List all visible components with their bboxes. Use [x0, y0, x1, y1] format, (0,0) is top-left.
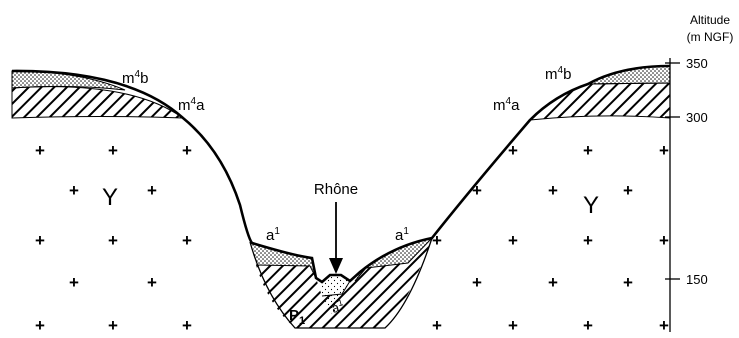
axis-title-altitude: Altitude: [690, 13, 730, 27]
granite-cross-icon: +: [623, 273, 633, 292]
granite-cross-icon: +: [432, 231, 442, 250]
granite-cross-icon: +: [583, 316, 593, 335]
granite-cross-icon: +: [35, 316, 45, 335]
granite-cross-icon: +: [659, 231, 669, 250]
label-m4a-right: m4a: [493, 96, 520, 114]
granite-cross-icon: +: [35, 141, 45, 160]
left-a1-alluvium: [252, 243, 316, 278]
granite-cross-icon: +: [147, 273, 157, 292]
central-a1-base-line: [321, 280, 351, 297]
right-a1-base-line: [354, 237, 433, 282]
granite-cross-icon: +: [69, 181, 79, 200]
granite-symbol-left: Y: [102, 184, 118, 211]
label-m4a-left: m4a: [178, 96, 205, 114]
label-m4b-left: m4b: [122, 69, 148, 87]
granite-cross-icon: +: [69, 273, 79, 292]
granite-cross-icon: +: [182, 231, 192, 250]
granite-basement-crosses: + + + + + + + + + + + + + + + + + + + + + + + + + + + + + +: [35, 141, 669, 335]
label-a1-left: a1: [266, 226, 280, 244]
granite-cross-icon: +: [623, 181, 633, 200]
axis-tick-label: 350: [686, 56, 708, 71]
granite-cross-icon: +: [508, 231, 518, 250]
label-a1-right: a1: [395, 226, 409, 244]
label-p1: P1: [289, 307, 305, 327]
granite-cross-icon: +: [659, 316, 669, 335]
label-m4b-right: m4b: [545, 65, 571, 83]
granite-cross-icon: +: [472, 181, 482, 200]
granite-cross-icon: +: [548, 273, 558, 292]
granite-cross-icon: +: [508, 316, 518, 335]
river-arrow-head-icon: [329, 258, 343, 274]
axis-tick-label: 300: [686, 110, 708, 125]
axis-tick-label: 150: [686, 272, 708, 287]
granite-cross-icon: +: [147, 181, 157, 200]
granite-cross-icon: +: [108, 141, 118, 160]
granite-cross-icon: +: [548, 181, 558, 200]
granite-cross-icon: +: [432, 316, 442, 335]
granite-cross-icon: +: [583, 141, 593, 160]
granite-cross-icon: +: [508, 141, 518, 160]
granite-cross-icon: +: [182, 316, 192, 335]
granite-cross-icon: +: [35, 231, 45, 250]
altitude-axis-ticks: 350 300 150: [665, 56, 708, 287]
ground-surface-profile: [11, 64, 671, 284]
granite-cross-icon: +: [583, 231, 593, 250]
label-a1-central: a1: [330, 297, 346, 316]
river-label: Rhône: [314, 181, 358, 198]
granite-symbol-right: Y: [583, 192, 599, 219]
granite-cross-icon: +: [472, 273, 482, 292]
valley-bottom-outline: [249, 237, 433, 329]
central-a1-alluvium: [322, 275, 350, 318]
right-a1-alluvium: [355, 238, 432, 281]
left-m4a-layer: [11, 86, 185, 119]
axis-title-unit: (m NGF): [687, 30, 734, 44]
granite-cross-icon: +: [182, 141, 192, 160]
valley-p1-hatched-fill: [256, 238, 432, 328]
granite-cross-icon: +: [108, 316, 118, 335]
granite-cross-icon: +: [659, 141, 669, 160]
granite-cross-icon: +: [108, 231, 118, 250]
